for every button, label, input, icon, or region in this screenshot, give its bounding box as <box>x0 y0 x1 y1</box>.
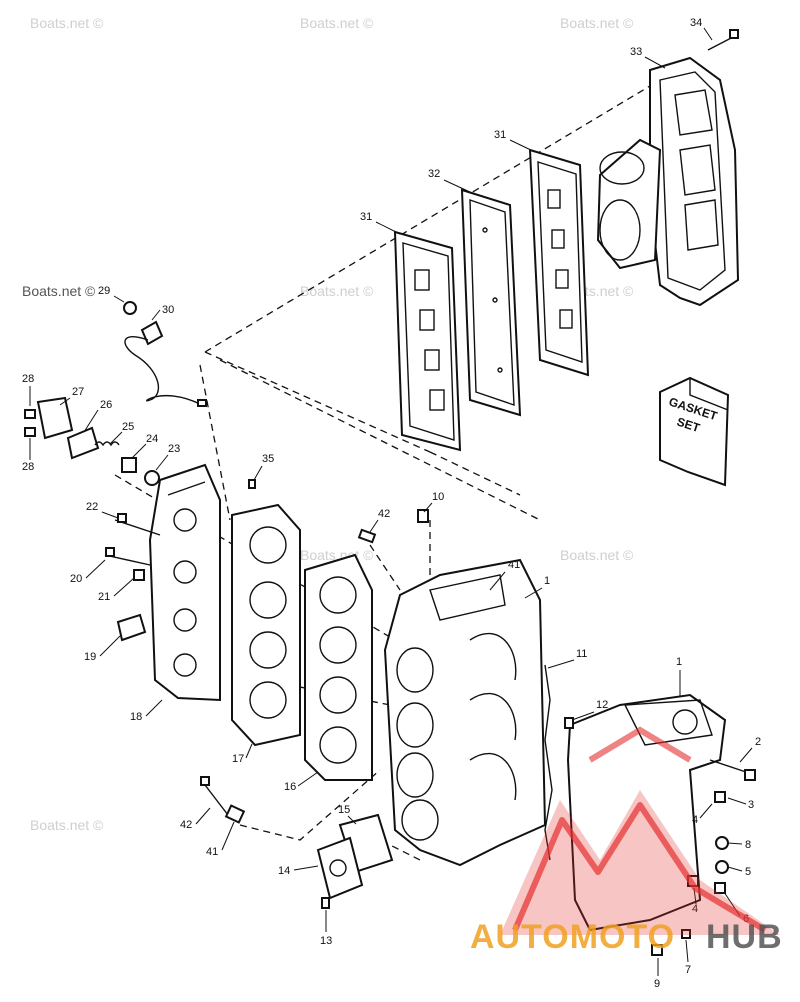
exhaust-gasket-right <box>528 148 590 377</box>
exhaust-gasket-left <box>393 230 462 452</box>
callout-label: 9 <box>654 978 660 990</box>
callout-label: 2 <box>755 736 761 748</box>
exhaust-divider-plate <box>460 188 522 417</box>
callout-label: 13 <box>320 935 332 947</box>
watermark: Boats.net © <box>300 15 374 31</box>
callout-label: 4 <box>692 903 698 915</box>
callout-label: 30 <box>162 304 174 316</box>
head-fasteners <box>104 513 161 642</box>
callout-label: 34 <box>690 17 702 29</box>
watermark: Boats.net © <box>30 817 104 833</box>
callout-label: 20 <box>70 573 82 585</box>
callout-label: 24 <box>146 433 158 445</box>
callout-label: 16 <box>284 781 296 793</box>
callout-label: 1 <box>544 575 550 587</box>
callout-label: 35 <box>262 453 274 465</box>
callout-label: 42 <box>180 819 192 831</box>
pin-and-sleeve <box>200 776 246 824</box>
watermark: Boats.net © <box>560 15 634 31</box>
callout-label: 7 <box>685 964 691 976</box>
callout-label: 8 <box>745 839 751 851</box>
callout-label: 22 <box>86 501 98 513</box>
callout-label: 23 <box>168 443 180 455</box>
callout-label: 17 <box>232 753 244 765</box>
callouts: 34 33 31 32 31 29 30 28 27 26 25 24 23 2… <box>22 17 761 990</box>
cylinder-head-cover <box>231 479 301 747</box>
logo-text-part2: HUB <box>706 918 783 956</box>
callout-label: 11 <box>576 648 587 660</box>
callout-label: 14 <box>278 865 290 877</box>
callout-label: 41 <box>508 559 520 571</box>
watermark: Boats.net © <box>300 283 374 299</box>
head-gasket <box>304 553 373 781</box>
block-gasket-edge <box>544 664 553 861</box>
callout-label: 5 <box>745 866 751 878</box>
callout-label: 12 <box>596 699 608 711</box>
callout-label: 27 <box>72 386 84 398</box>
callout-label: 41 <box>206 846 218 858</box>
cylinder-block <box>383 558 547 867</box>
callout-label: 18 <box>130 711 142 723</box>
callout-label: 3 <box>748 799 754 811</box>
callout-label: 4 <box>692 814 698 826</box>
gasket-set-box: GASKET SET <box>659 376 730 487</box>
callout-label: 33 <box>630 46 642 58</box>
callout-label: 29 <box>98 285 110 297</box>
logo-text-part1: AUTOMOTO <box>470 918 675 956</box>
watermark: Boats.net © <box>560 547 634 563</box>
callout-label: 32 <box>428 168 440 180</box>
callout-label: 26 <box>100 399 112 411</box>
manifold-bolt <box>707 29 739 51</box>
callout-label: 25 <box>122 421 134 433</box>
callout-label: 42 <box>378 508 390 520</box>
water-cover <box>316 813 394 909</box>
callout-label: 28 <box>22 461 34 473</box>
watermark: Boats.net © <box>30 15 104 31</box>
thermostat-assembly <box>24 396 160 486</box>
callout-label: 31 <box>494 129 506 141</box>
exhaust-manifold <box>596 56 740 307</box>
callout-label: 31 <box>360 211 372 223</box>
automotohub-logo: AUTOMOTO HUB <box>470 726 783 956</box>
temperature-sensor <box>123 301 207 407</box>
callout-label: 19 <box>84 651 96 663</box>
callout-label: 15 <box>338 804 350 816</box>
callout-label: 10 <box>432 491 444 503</box>
callout-label: 21 <box>98 591 110 603</box>
callout-label: 1 <box>676 656 682 668</box>
dowel-and-bolt <box>357 509 429 544</box>
watermark: Boats.net © <box>22 283 96 299</box>
cylinder-head <box>148 463 221 702</box>
callout-label: 28 <box>22 373 34 385</box>
